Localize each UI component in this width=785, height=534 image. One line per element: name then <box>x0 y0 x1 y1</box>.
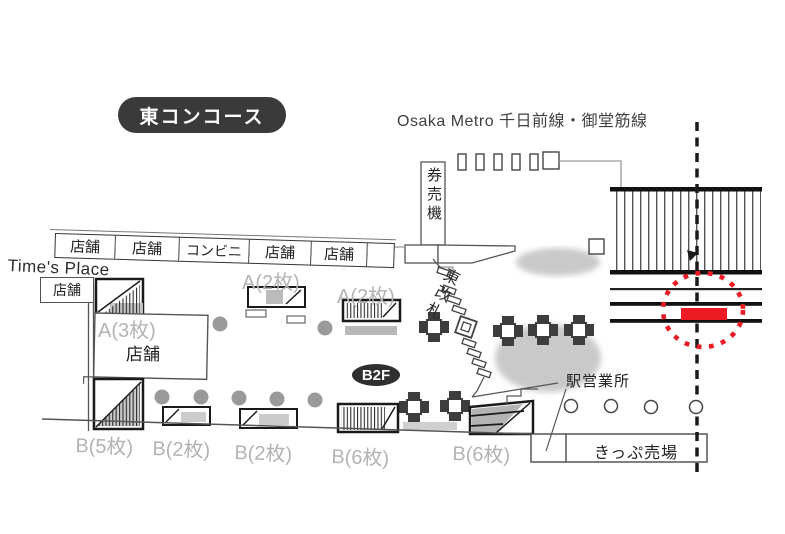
ad-label-b2-center: B(2枚) <box>234 441 293 467</box>
escalator-a2-right <box>341 298 402 335</box>
ticket-machine-label: 券売機 <box>425 167 442 224</box>
station-office-label: 駅営業所 <box>566 373 631 390</box>
ad-label-b5: B(5枚) <box>75 434 134 460</box>
left-shop-box: 店舗 <box>40 277 94 303</box>
round-pillars <box>154 316 333 408</box>
escalator-b2-center <box>239 408 298 429</box>
ad-position-red-rect <box>681 308 727 320</box>
ad-label-a3: A(3枚) <box>98 320 156 342</box>
highlight-marker <box>660 270 746 350</box>
ticket-machine-area <box>388 161 516 274</box>
escalator-a2-center <box>247 286 306 308</box>
shop-cell: 店舗 <box>311 240 368 268</box>
ticket-counter-label: きっぷ売場 <box>593 445 679 462</box>
shop-cell: 店舗 <box>54 233 116 260</box>
stair-b6-center <box>336 402 400 434</box>
east-gate-row <box>432 258 559 398</box>
small-pillar-box <box>588 238 605 255</box>
office-columns <box>563 398 704 415</box>
center-shop-label: 店舗 <box>126 345 160 364</box>
shop-cell: 店舗 <box>115 234 180 262</box>
shop-cell: 店舗 <box>249 238 312 266</box>
ad-position-dotted-circle <box>660 270 746 350</box>
section-dashed-line <box>687 122 699 477</box>
area-badge: 東コンコース <box>118 97 286 133</box>
ad-label-b2-left: B(2枚) <box>152 437 211 463</box>
ad-label-b6-right: B(6枚) <box>452 442 511 468</box>
shop-cell-empty <box>367 242 395 269</box>
stair-lower-left <box>92 377 145 431</box>
metro-line-label: Osaka Metro 千日前線・御堂筋線 <box>397 113 648 130</box>
upper-gate-pillars <box>457 151 622 188</box>
center-shop-box <box>82 312 209 384</box>
ad-label-b6-center: B(6枚) <box>331 445 390 471</box>
shop-cell-konbini: コンビニ <box>179 236 250 264</box>
ad-label-a2-right: A(2枚) <box>337 286 395 308</box>
floor-badge: B2F <box>352 364 400 386</box>
bottom-wall <box>41 388 708 463</box>
floor-strip <box>403 422 457 430</box>
metro-staircase <box>610 187 762 323</box>
stair-top-left <box>94 277 145 316</box>
escalator-b2-left <box>162 406 211 426</box>
stair-b6-right <box>468 388 538 436</box>
ad-label-a2-center: A(2枚) <box>242 272 300 294</box>
bench-rects <box>245 309 306 324</box>
